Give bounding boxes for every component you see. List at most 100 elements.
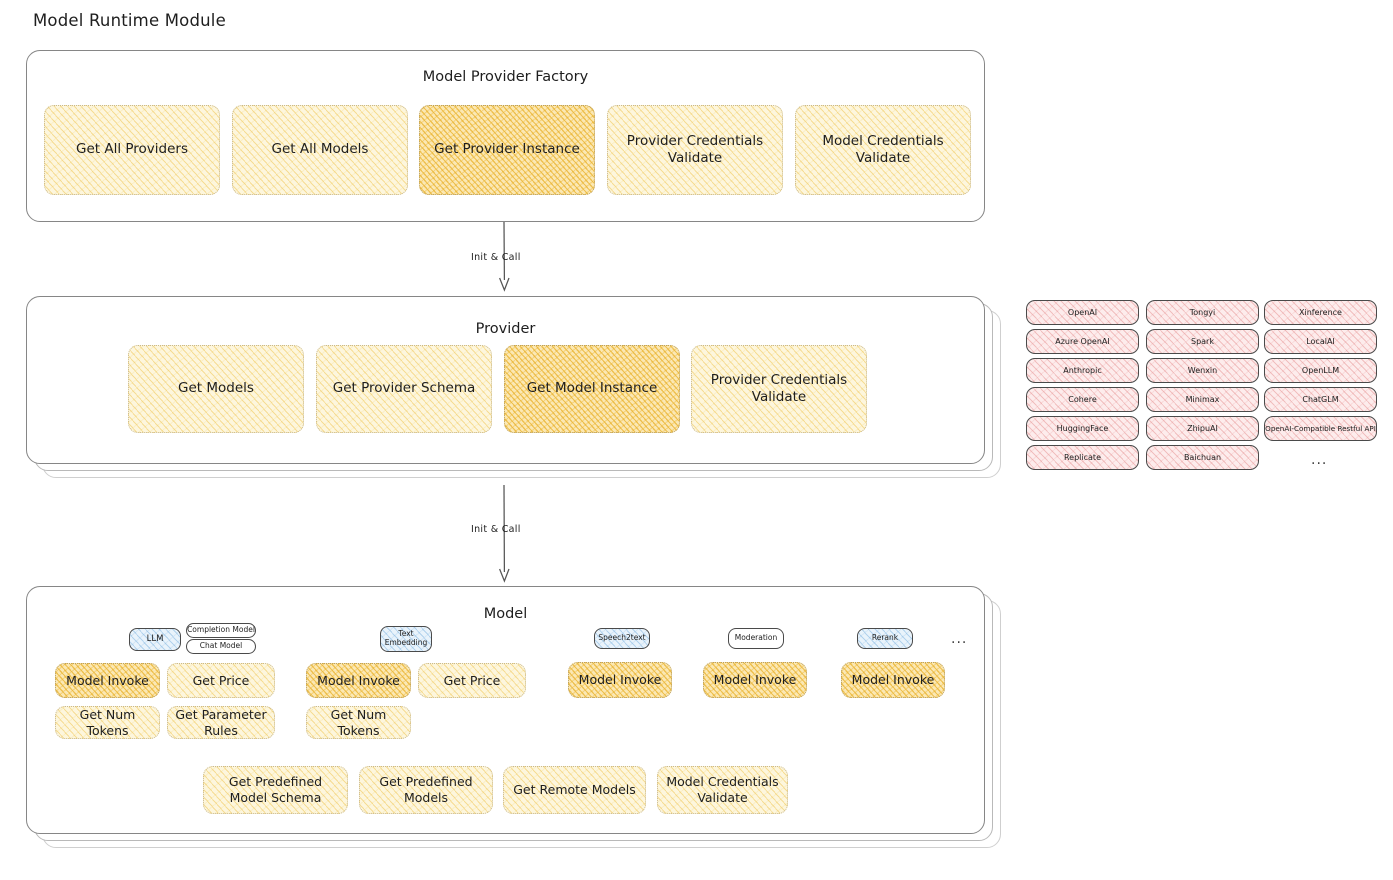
provider-chip-baichuan[interactable]: Baichuan — [1146, 445, 1259, 470]
provider-node-get-provider-schema[interactable]: Get Provider Schema — [316, 345, 492, 433]
rerank-op-model-invoke[interactable]: Model Invoke — [841, 662, 945, 698]
model-type-badge-moderation[interactable]: Moderation — [728, 628, 784, 649]
op-label: Model Invoke — [66, 672, 149, 688]
provider-chip-label: Spark — [1191, 337, 1214, 346]
model-subtype-completion-model[interactable]: Completion Model — [186, 623, 256, 638]
op-label: Get Num Tokens — [330, 706, 387, 738]
model-type-badge-label: Rerank — [871, 633, 899, 643]
model-subtype-label: Chat Model — [199, 641, 243, 651]
model-type-badge-label: Text Embedding — [384, 629, 428, 647]
factory-node-get-provider-instance[interactable]: Get Provider Instance — [419, 105, 595, 195]
provider-chip-spark[interactable]: Spark — [1146, 329, 1259, 354]
provider-chip-cohere[interactable]: Cohere — [1026, 387, 1139, 412]
provider-chip-tongyi[interactable]: Tongyi — [1146, 300, 1259, 325]
provider-node-label: Get Provider Schema — [332, 380, 476, 397]
model-subtype-chat-model[interactable]: Chat Model — [186, 639, 256, 654]
provider-node-label: Provider Credentials Validate — [710, 371, 848, 405]
provider-chip-label: Xinference — [1299, 308, 1342, 317]
op-label: Get Price — [443, 672, 501, 688]
op-label: Model Credentials Validate — [666, 774, 779, 805]
model-types-more: ... — [951, 631, 968, 647]
provider-list-more: ... — [1311, 452, 1328, 468]
provider-chip-huggingface[interactable]: HuggingFace — [1026, 416, 1139, 441]
provider-chip-chatglm[interactable]: ChatGLM — [1264, 387, 1377, 412]
llm-op-get-num-tokens[interactable]: Get Num Tokens — [55, 706, 160, 739]
op-label: Get Price — [192, 672, 250, 688]
factory-node-model-credentials-validate[interactable]: Model Credentials Validate — [795, 105, 971, 195]
op-label: Model Invoke — [713, 672, 797, 687]
connector-factory-to-provider — [499, 221, 510, 292]
provider-chip-openai-compatible-restful-api[interactable]: OpenAI-Compatible Restful API — [1264, 416, 1377, 441]
factory-node-label: Provider Credentials Validate — [626, 132, 764, 166]
common-op-get-remote-models[interactable]: Get Remote Models — [503, 766, 646, 814]
factory-node-label: Get All Models — [271, 141, 369, 158]
provider-chip-openai[interactable]: OpenAI — [1026, 300, 1139, 325]
provider-chip-label: Minimax — [1185, 395, 1220, 404]
provider-node-get-model-instance[interactable]: Get Model Instance — [504, 345, 680, 433]
provider-chip-label: OpenLLM — [1301, 366, 1340, 375]
embedding-op-get-price[interactable]: Get Price — [418, 663, 526, 698]
provider-chip-minimax[interactable]: Minimax — [1146, 387, 1259, 412]
llm-op-get-parameter-rules[interactable]: Get Parameter Rules — [167, 706, 275, 739]
provider-chip-label: Cohere — [1068, 395, 1097, 404]
model-type-badge-label: LLM — [146, 634, 164, 645]
provider-chip-localai[interactable]: LocalAI — [1264, 329, 1377, 354]
model-type-badge-label: Moderation — [734, 633, 778, 643]
factory-node-get-all-providers[interactable]: Get All Providers — [44, 105, 220, 195]
provider-chip-xinference[interactable]: Xinference — [1264, 300, 1377, 325]
page-title: Model Runtime Module — [33, 11, 226, 30]
model-subtype-label: Completion Model — [187, 625, 255, 635]
provider-chip-label: Azure OpenAI — [1055, 337, 1110, 346]
provider-chip-replicate[interactable]: Replicate — [1026, 445, 1139, 470]
op-label: Model Invoke — [851, 672, 935, 687]
common-op-get-predefined-model-schema[interactable]: Get Predefined Model Schema — [203, 766, 348, 814]
op-label: Get Predefined Models — [379, 774, 473, 805]
provider-node-label: Get Models — [178, 380, 254, 397]
factory-node-provider-credentials-validate[interactable]: Provider Credentials Validate — [607, 105, 783, 195]
model-title: Model — [483, 606, 528, 622]
embedding-op-get-num-tokens[interactable]: Get Num Tokens — [306, 706, 411, 739]
model-type-badge-speech2text[interactable]: Speech2text — [594, 628, 650, 649]
llm-op-get-price[interactable]: Get Price — [167, 663, 275, 698]
model-type-badge-text-embedding[interactable]: Text Embedding — [380, 626, 432, 652]
provider-node-label: Get Model Instance — [526, 380, 658, 397]
connector-provider-to-model — [499, 484, 510, 583]
provider-chip-label: ChatGLM — [1302, 395, 1339, 404]
model-type-badge-rerank[interactable]: Rerank — [857, 628, 913, 649]
embedding-op-model-invoke[interactable]: Model Invoke — [306, 663, 411, 698]
provider-node-provider-credentials-validate[interactable]: Provider Credentials Validate — [691, 345, 867, 433]
provider-chip-label: OpenAI — [1067, 308, 1098, 317]
model-type-badge-label: Speech2text — [598, 633, 646, 643]
common-op-model-credentials-validate[interactable]: Model Credentials Validate — [657, 766, 788, 814]
provider-chip-azure-openai[interactable]: Azure OpenAI — [1026, 329, 1139, 354]
speech2text-op-model-invoke[interactable]: Model Invoke — [568, 662, 672, 698]
provider-chip-zhipuai[interactable]: ZhipuAI — [1146, 416, 1259, 441]
factory-node-label: Model Credentials Validate — [822, 132, 944, 166]
connector-label-init-call-2: Init & Call — [471, 524, 521, 535]
provider-chip-openllm[interactable]: OpenLLM — [1264, 358, 1377, 383]
op-label: Model Invoke — [317, 672, 400, 688]
op-label: Get Parameter Rules — [175, 706, 267, 738]
common-op-get-predefined-models[interactable]: Get Predefined Models — [359, 766, 493, 814]
provider-node-get-models[interactable]: Get Models — [128, 345, 304, 433]
op-label: Get Num Tokens — [79, 706, 136, 738]
factory-node-label: Get All Providers — [76, 141, 188, 158]
provider-chip-anthropic[interactable]: Anthropic — [1026, 358, 1139, 383]
model-provider-factory-title: Model Provider Factory — [422, 69, 589, 85]
model-type-badge-llm[interactable]: LLM — [129, 628, 181, 651]
moderation-op-model-invoke[interactable]: Model Invoke — [703, 662, 807, 698]
provider-title: Provider — [475, 321, 536, 337]
provider-chip-label: Wenxin — [1187, 366, 1218, 375]
provider-chip-label: Baichuan — [1183, 453, 1222, 462]
op-label: Get Remote Models — [513, 782, 636, 797]
connector-label-init-call-1: Init & Call — [471, 252, 521, 263]
provider-chip-label: HuggingFace — [1056, 424, 1109, 433]
llm-op-model-invoke[interactable]: Model Invoke — [55, 663, 160, 698]
provider-chip-label: ZhipuAI — [1187, 424, 1218, 433]
provider-chip-label: OpenAI-Compatible Restful API — [1265, 424, 1376, 433]
op-label: Get Predefined Model Schema — [228, 774, 323, 805]
factory-node-label: Get Provider Instance — [434, 141, 580, 158]
provider-chip-label: Anthropic — [1063, 366, 1102, 375]
factory-node-get-all-models[interactable]: Get All Models — [232, 105, 408, 195]
provider-chip-wenxin[interactable]: Wenxin — [1146, 358, 1259, 383]
